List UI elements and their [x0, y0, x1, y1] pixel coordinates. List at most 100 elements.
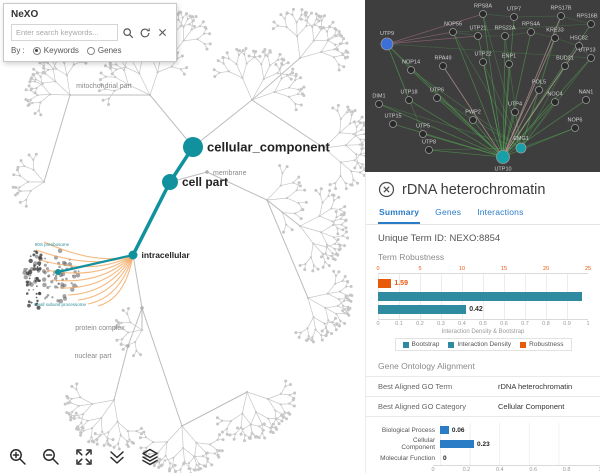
tree-branch-node[interactable] — [15, 168, 19, 172]
tree-branch-node[interactable] — [119, 342, 123, 346]
tree-branch-node[interactable] — [280, 413, 284, 417]
tree-branch-node[interactable] — [84, 61, 88, 65]
tree-branch-node[interactable] — [334, 328, 338, 332]
tree-branch-node[interactable] — [205, 47, 209, 51]
tree-branch-node[interactable] — [225, 51, 229, 55]
tree-branch-node[interactable] — [252, 49, 256, 53]
tree-branch-node[interactable] — [303, 11, 307, 15]
tree-term-label[interactable]: cellular_component — [207, 140, 330, 155]
tree-branch-node[interactable] — [304, 200, 308, 204]
tree-branch-node[interactable] — [360, 143, 364, 147]
network-node-UTP22[interactable] — [479, 58, 487, 66]
tree-branch-node[interactable] — [208, 32, 212, 36]
tree-branch-node[interactable] — [221, 438, 225, 442]
tree-branch-node[interactable] — [279, 13, 283, 17]
tree-branch-node[interactable] — [280, 57, 284, 61]
tree-branch-node[interactable] — [328, 189, 332, 193]
tree-branch-node[interactable] — [274, 63, 278, 67]
tree-branch-node[interactable] — [278, 164, 282, 168]
tree-branch-node[interactable] — [93, 432, 97, 436]
tree-branch-node[interactable] — [18, 200, 22, 204]
tree-branch-node[interactable] — [336, 237, 340, 241]
tree-branch-node[interactable] — [280, 419, 284, 423]
tree-branch-node[interactable] — [112, 445, 116, 449]
tree-branch-node[interactable] — [346, 308, 350, 312]
tree-branch-node[interactable] — [321, 26, 325, 30]
tree-branch-node[interactable] — [362, 121, 365, 125]
tree-branch-node[interactable] — [331, 106, 335, 110]
network-node-ENP1[interactable] — [505, 60, 513, 68]
tree-branch-node[interactable] — [241, 49, 245, 53]
tree-branch-node[interactable] — [291, 71, 295, 75]
radio-keywords[interactable]: Keywords — [32, 46, 79, 55]
tree-branch-node[interactable] — [75, 382, 79, 386]
tree-branch-node[interactable] — [79, 433, 83, 437]
tree-branch-node[interactable] — [318, 25, 322, 29]
tree-branch-node[interactable] — [139, 432, 143, 436]
tree-term-node[interactable] — [183, 137, 203, 157]
tree-branch-node[interactable] — [159, 464, 163, 468]
tree-branch-node[interactable] — [271, 431, 275, 435]
tree-branch-node[interactable] — [342, 244, 346, 248]
tree-branch-node[interactable] — [76, 425, 80, 429]
tree-branch-node[interactable] — [337, 68, 341, 72]
close-icon[interactable] — [378, 181, 395, 198]
tree-branch-node[interactable] — [348, 293, 352, 297]
tree-branch-node[interactable] — [269, 430, 273, 434]
network-node-UTP8[interactable] — [425, 146, 433, 154]
tree-branch-node[interactable] — [338, 247, 342, 251]
tree-branch-node[interactable] — [334, 316, 338, 320]
tree-branch-node[interactable] — [334, 210, 338, 214]
tree-branch-node[interactable] — [319, 187, 323, 191]
tree-branch-node[interactable] — [225, 432, 229, 436]
tree-cluster-label[interactable]: 90S preribosome — [35, 242, 70, 247]
tree-branch-node[interactable] — [323, 14, 327, 18]
zoom-in-icon[interactable] — [8, 447, 28, 467]
tree-branch-node[interactable] — [333, 258, 337, 262]
tree-branch-node[interactable] — [350, 110, 354, 114]
tree-branch-node[interactable] — [340, 34, 344, 38]
network-node-RPS17B[interactable] — [557, 12, 565, 20]
tree-branch-node[interactable] — [29, 77, 33, 81]
tree-branch-node[interactable] — [192, 24, 196, 28]
tree-branch-node[interactable] — [158, 457, 162, 461]
radio-genes[interactable]: Genes — [86, 46, 121, 55]
tree-branch-node[interactable] — [248, 436, 252, 440]
tree-branch-node[interactable] — [206, 457, 210, 461]
tree-branch-node[interactable] — [27, 153, 31, 157]
tree-branch-node[interactable] — [65, 411, 69, 415]
tree-branch-node[interactable] — [63, 402, 67, 406]
tree-branch-node[interactable] — [298, 184, 302, 188]
tree-branch-node[interactable] — [336, 232, 340, 236]
tree-branch-node[interactable] — [344, 226, 348, 230]
tree-branch-node[interactable] — [294, 331, 298, 335]
network-node-UTP4[interactable] — [511, 108, 519, 116]
tree-branch-node[interactable] — [218, 433, 222, 437]
tree-branch-node[interactable] — [27, 102, 31, 106]
tree-branch-node[interactable] — [274, 426, 278, 430]
tree-branch-node[interactable] — [278, 52, 282, 56]
tree-branch-node[interactable] — [334, 252, 338, 256]
tree-branch-node[interactable] — [328, 183, 332, 187]
tree-branch-node[interactable] — [362, 174, 365, 178]
tree-branch-node[interactable] — [257, 436, 261, 440]
tree-branch-node[interactable] — [339, 213, 343, 217]
tree-category-label[interactable]: membrane — [213, 170, 247, 177]
tree-branch-node[interactable] — [360, 115, 364, 119]
network-node-POL5[interactable] — [535, 86, 543, 94]
radio-genes-dot[interactable] — [86, 46, 95, 55]
tree-branch-node[interactable] — [254, 435, 258, 439]
tree-branch-node[interactable] — [298, 263, 302, 267]
tree-branch-node[interactable] — [284, 379, 288, 383]
tree-branch-node[interactable] — [286, 61, 290, 65]
tree-branch-node[interactable] — [33, 91, 37, 95]
tree-branch-node[interactable] — [39, 113, 43, 117]
tree-branch-node[interactable] — [126, 307, 130, 311]
tree-branch-node[interactable] — [321, 265, 325, 269]
tree-branch-node[interactable] — [341, 228, 345, 232]
tree-branch-node[interactable] — [343, 275, 347, 279]
